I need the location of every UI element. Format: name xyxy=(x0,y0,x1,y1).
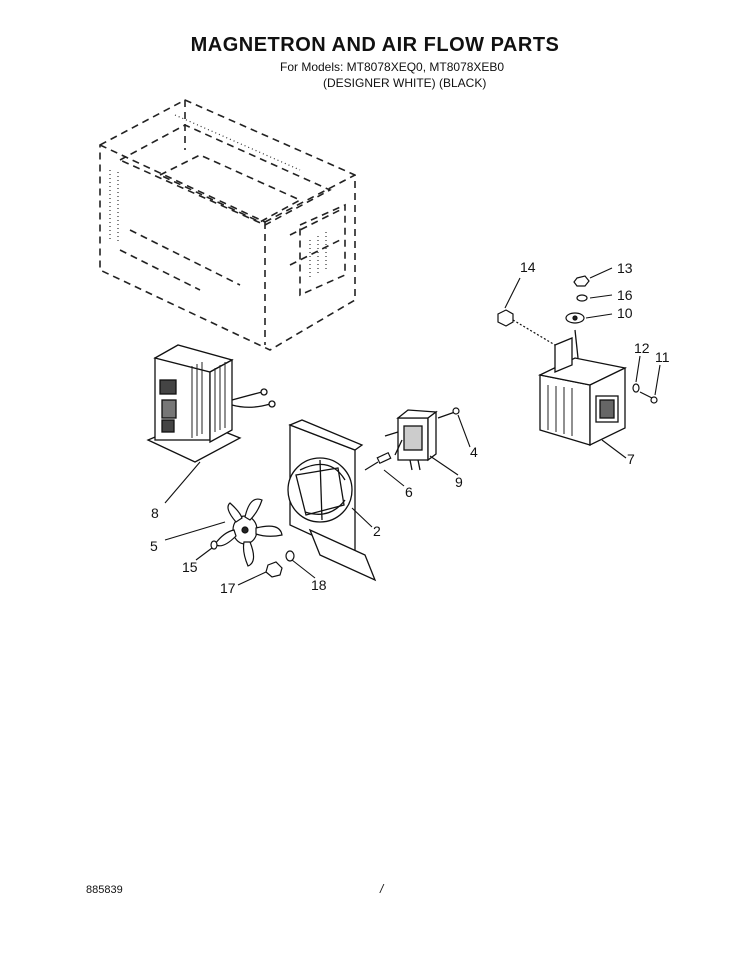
motor-shaft xyxy=(364,451,392,471)
callout-4: 4 xyxy=(470,444,478,460)
transformer xyxy=(146,344,276,463)
fan-blade xyxy=(214,498,283,567)
fan-motor xyxy=(384,409,438,471)
callout-13: 13 xyxy=(617,260,633,276)
callout-17: 17 xyxy=(220,580,236,596)
callout-8: 8 xyxy=(151,505,159,521)
document-code: 885839 xyxy=(86,884,123,896)
callout-14: 14 xyxy=(520,259,536,275)
callout-5: 5 xyxy=(150,538,158,554)
callout-12: 12 xyxy=(634,340,650,356)
mounting-screw xyxy=(437,407,460,419)
nut xyxy=(265,561,283,578)
washer-16 xyxy=(576,294,588,302)
colors-line: (DESIGNER WHITE) (BLACK) xyxy=(323,76,487,90)
cavity-vents xyxy=(109,114,327,280)
screw-11 xyxy=(639,391,658,404)
washer xyxy=(285,550,295,562)
callout-9: 9 xyxy=(455,474,463,490)
retaining-clip xyxy=(210,540,218,550)
callout-7: 7 xyxy=(627,451,635,467)
callout-10: 10 xyxy=(617,305,633,321)
callout-18: 18 xyxy=(311,577,327,593)
page-title: MAGNETRON AND AIR FLOW PARTS xyxy=(190,34,560,56)
washer-12 xyxy=(632,383,640,393)
callout-6: 6 xyxy=(405,484,413,500)
nut-14 xyxy=(497,309,556,346)
fan-bracket xyxy=(287,419,377,582)
cavity-outline xyxy=(99,99,356,351)
thermal-cutout xyxy=(565,312,585,324)
magnetron xyxy=(537,329,628,447)
callout-15: 15 xyxy=(182,559,198,575)
page-mark: / xyxy=(380,882,384,896)
leader-lines xyxy=(164,267,661,586)
callout-16: 16 xyxy=(617,287,633,303)
screw-13 xyxy=(573,275,590,287)
models-line: For Models: MT8078XEQ0, MT8078XEB0 xyxy=(280,60,505,74)
callout-11: 11 xyxy=(655,349,670,365)
callout-2: 2 xyxy=(373,523,381,539)
